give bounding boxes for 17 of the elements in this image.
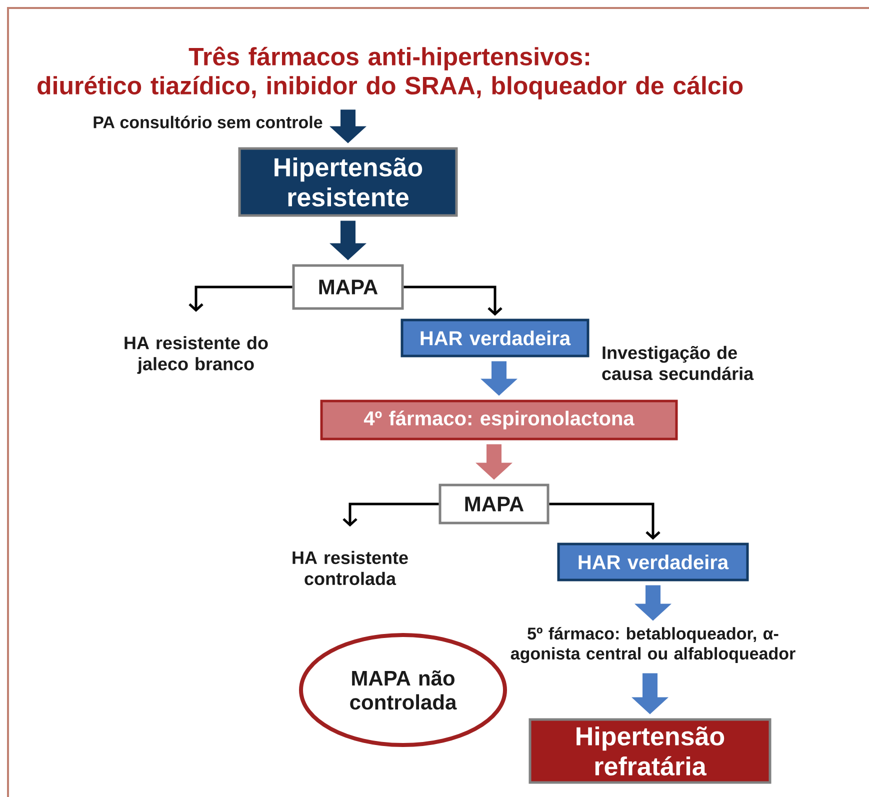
arrow xyxy=(342,502,439,527)
title-text: Três fármacos anti-hipertensivos: diurético tiazídico, inibidor do SRAA, bloqueador de cálcio xyxy=(38,46,743,100)
edge-label: PA consultório sem controle xyxy=(92,114,324,130)
outcome-text: HA resistente do jaleco branco xyxy=(124,336,268,374)
process-box: Hipertensão resistente xyxy=(238,147,458,217)
note-text: Investigação de causa secundária xyxy=(602,346,754,380)
arrow xyxy=(549,502,660,540)
process-box: HAR verdadeira xyxy=(557,542,749,582)
step-text: 5º fármaco: betabloqueador, α-agonista central ou alfabloqueador xyxy=(510,626,796,664)
arrow xyxy=(404,286,502,316)
arrow xyxy=(188,286,292,312)
outcome-text: HA resistente controlada xyxy=(292,550,408,586)
outcome-box: Hipertensão refratária xyxy=(528,718,772,784)
process-box: 4º fármaco: espironolactona xyxy=(320,400,678,440)
process-box: MAPA xyxy=(438,484,550,524)
process-box: HAR verdadeira xyxy=(400,318,590,358)
process-box: MAPA xyxy=(292,264,404,310)
